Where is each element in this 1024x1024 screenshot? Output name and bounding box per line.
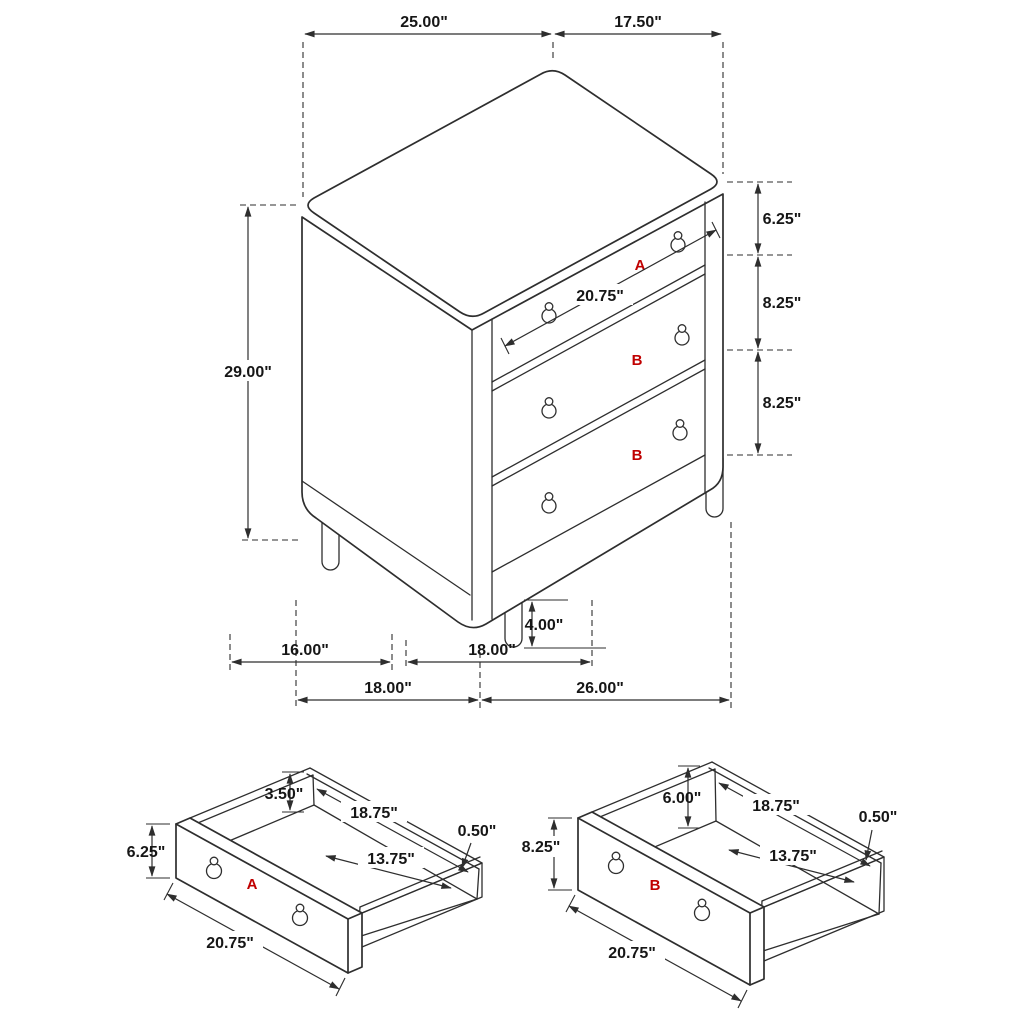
dim-drawer-b-inner-width: 18.75" [752,798,800,815]
right-dimensions: 6.25" 8.25" 8.25" [727,181,802,456]
dim-top-width: 25.00" [400,14,448,31]
dim-drawer-a-wall-thickness: 0.50" [458,823,497,840]
drawer-a-dimensions: 3.50" 18.75" 0.50" 13.75" 6.25" 20.75" [127,771,497,997]
dim-drawer-b-wall-thickness: 0.50" [859,809,898,826]
drawer-a-label: A [247,876,258,893]
dim-drawer-b-inner-depth: 13.75" [769,848,817,865]
drawer-knob-icon [607,851,625,875]
height-dimension: 29.00" [215,204,298,541]
chest-isometric-view: A B B 20.75" 25.00" 17.50" [215,14,801,708]
base-rail [301,480,471,596]
dim-drawer-a-inner-height: 3.50" [265,786,304,803]
dim-drawer-a-front-width: 20.75" [206,935,254,952]
bottom-dimensions: 16.00" 18.00" 18.00" 26.00" [229,522,732,708]
drawer-b-label: B [650,877,661,894]
dim-leg-height: 4.00" [525,617,564,634]
dim-drawer-b-front-width: 20.75" [608,945,656,962]
drawer-a-detail-view: A 3.50" 18.75" 0.50" 13.75" 6.25" [127,767,497,997]
dim-leg-spacing-side: 16.00" [281,642,329,659]
main-drawer-bottom-label: B [632,447,643,464]
dim-drawer-b2-height: 8.25" [763,395,802,412]
top-dimensions: 25.00" 17.50" [302,14,724,197]
drawer-knob-icon [205,856,223,880]
leg-dimension: 4.00" [524,599,606,649]
dim-top-depth: 17.50" [614,14,662,31]
drawer-b-detail-view: B 6.00" 18.75" 0.50" 13.75" 8.25" [512,761,898,1009]
main-drawer-middle-label: B [632,352,643,369]
dim-drawer-b-front-height: 8.25" [522,839,561,856]
dim-overall-height: 29.00" [224,364,272,381]
drawer-front-width-dimension: 20.75" [500,221,721,355]
chest-top-face [307,69,718,318]
dim-drawer-b-height: 8.25" [763,295,802,312]
dim-footprint-depth: 18.00" [364,680,412,697]
dim-leg-spacing-front: 18.00" [468,642,516,659]
dim-drawer-front-width: 20.75" [576,288,624,305]
drawer-knob-icon [541,397,557,419]
dim-drawer-a-inner-depth: 13.75" [367,851,415,868]
dim-drawer-a-inner-width: 18.75" [350,805,398,822]
drawer-knob-icon [541,492,557,514]
dim-drawer-a-front-height: 6.25" [127,844,166,861]
drawer-knob-icon [672,419,688,441]
dim-drawer-b-inner-height: 6.00" [663,790,702,807]
drawer-b-dimensions: 6.00" 18.75" 0.50" 13.75" 8.25" 20.75" [512,765,898,1009]
dim-footprint-width: 26.00" [576,680,624,697]
dim-drawer-a-height: 6.25" [763,211,802,228]
